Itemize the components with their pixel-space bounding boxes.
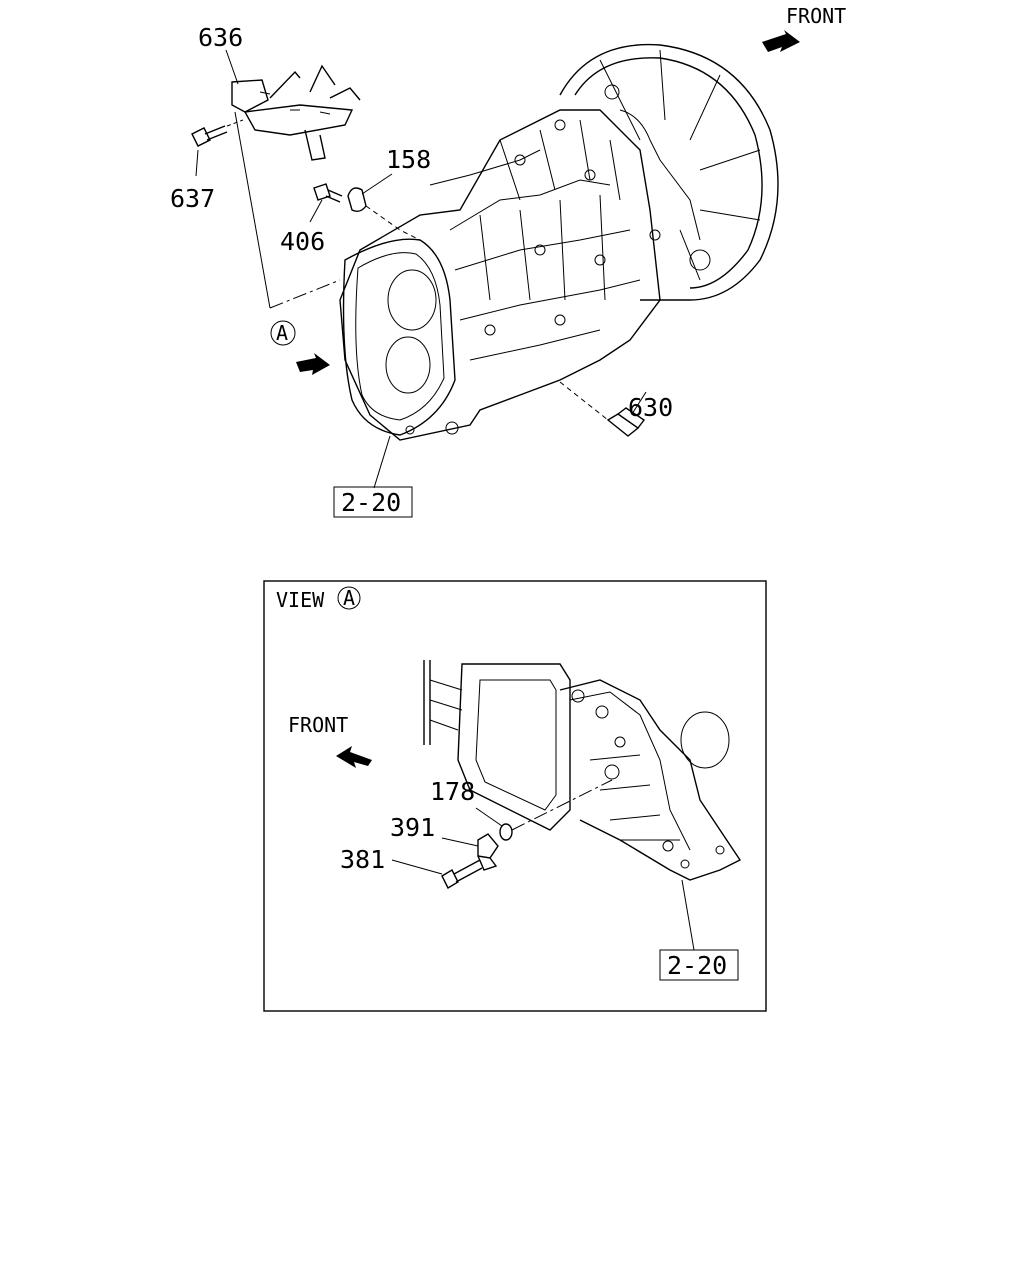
callout-636: 636	[198, 23, 243, 52]
front-arrow-detail	[336, 746, 372, 768]
top-leader-lines	[195, 49, 647, 489]
callout-381: 381	[340, 845, 385, 874]
view-a-reference-lines	[234, 111, 341, 309]
clip-158-drawing	[347, 187, 421, 241]
front-label-detail: FRONT	[288, 713, 348, 737]
callout-406: 406	[280, 227, 325, 256]
bolt-381-drawing	[441, 859, 483, 889]
detail-title: VIEW	[276, 588, 325, 612]
detail-title-marker-circle	[337, 586, 361, 610]
callout-178: 178	[430, 777, 475, 806]
o-ring-178-drawing	[499, 823, 513, 841]
front-arrow-top	[762, 30, 800, 52]
fitting-391-drawing	[477, 833, 499, 871]
ref-box-top	[333, 486, 413, 518]
transmission-assembly-drawing	[339, 43, 779, 441]
bracket-636-drawing	[231, 64, 361, 161]
ref-box-detail-label: 2-20	[667, 951, 727, 980]
detail-housing-drawing	[423, 660, 742, 881]
view-a-detail-frame	[263, 580, 767, 1012]
ref-box-top-label: 2-20	[341, 488, 401, 517]
front-label-top: FRONT	[786, 4, 846, 28]
detail-assembly-axis	[511, 779, 613, 831]
detail-title-marker: A	[343, 586, 355, 610]
ref-box-detail	[659, 949, 739, 981]
detail-leader-lines	[391, 807, 695, 951]
callout-630: 630	[628, 393, 673, 422]
switch-630-drawing	[559, 381, 646, 437]
callout-158: 158	[386, 145, 431, 174]
callout-637: 637	[170, 184, 215, 213]
view-a-arrow	[296, 353, 330, 375]
callout-391: 391	[390, 813, 435, 842]
view-a-marker-circle	[270, 320, 296, 346]
bolt-406-drawing	[313, 183, 343, 203]
view-a-marker-label: A	[276, 321, 288, 345]
bolt-637-drawing	[191, 119, 244, 147]
